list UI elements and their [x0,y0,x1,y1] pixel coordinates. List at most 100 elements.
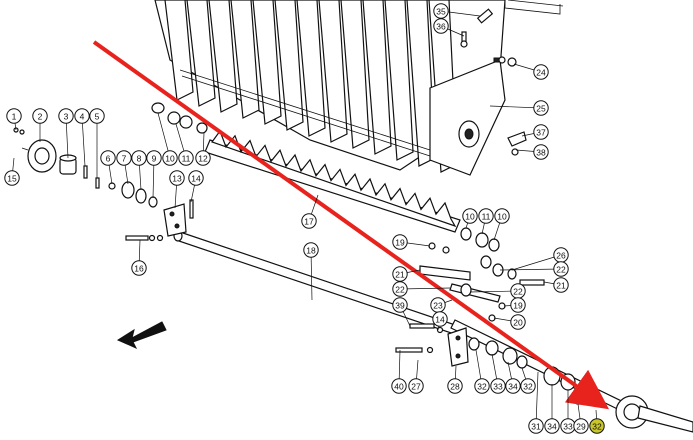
callout-number: 35 [436,7,446,17]
callout-number: 34 [508,382,518,392]
callout-number: 32 [523,382,533,392]
callout-number: 32 [477,382,487,392]
callout-circle [58,108,74,124]
callout-circle [178,150,194,166]
callout-circle [188,170,204,186]
callout-number: 10 [165,154,175,164]
callout-circle [116,150,132,166]
callout-32: 32 [589,418,605,434]
callout-circle [131,260,147,276]
callout-5: 5 [89,108,105,124]
callout-circle [510,297,526,313]
callout-36: 36 [433,18,449,34]
callout-16: 16 [131,260,147,276]
callout-circle [392,297,408,313]
callout-circle [505,378,521,394]
callout-33: 33 [560,418,576,434]
callout-circle [533,144,549,160]
callout-circle [169,170,185,186]
callout-circle [100,150,116,166]
callout-14: 14 [432,311,448,327]
bearing-stack-6-9 [108,181,158,208]
callout-8: 8 [131,150,147,166]
callout-circle [533,64,549,80]
callout-number: 19 [513,301,523,311]
callout-number: 37 [536,128,546,138]
callout-circle [510,314,526,330]
callout-number: 20 [513,318,523,328]
callout-circle [553,261,569,277]
callout-number: 13 [172,174,182,184]
pin-36 [460,31,468,48]
callout-number: 11 [182,154,191,164]
callout-circle [474,378,490,394]
callout-number: 36 [436,22,446,32]
washer-24 [493,56,517,67]
callout-number: 15 [7,174,17,184]
callout-number: 27 [411,382,421,392]
leader-lines [11,10,598,427]
callout-10: 10 [494,208,510,224]
callout-number: 29 [576,422,586,432]
callout-circle [490,378,506,394]
callout-number: 25 [536,104,546,114]
callout-circle [589,418,605,434]
bracket-28 [447,327,469,367]
leader-line-18 [310,249,313,301]
bolt-40 [395,323,444,354]
callout-number: 33 [563,422,573,432]
callout-22: 22 [553,261,569,277]
frame-bracket [504,0,564,15]
callout-26: 26 [553,247,569,263]
callout-circle [533,124,549,140]
callout-circle [146,150,162,166]
pin-4 [83,165,88,179]
callout-number: 12 [198,154,208,164]
callout-23: 23 [430,297,446,313]
callout-number: 33 [493,382,503,392]
callout-10: 10 [162,150,178,166]
callout-circle [89,108,105,124]
callout-27: 27 [408,378,424,394]
callout-19: 19 [510,297,526,313]
callout-circle [478,208,494,224]
callout-number: 40 [394,382,404,392]
callout-number: 3 [64,112,69,122]
callout-circle [303,242,319,258]
callout-32: 32 [474,378,490,394]
callout-circle [392,266,408,282]
callout-number: 9 [152,154,157,164]
callout-21: 21 [553,277,569,293]
callout-circle [528,418,544,434]
callout-circle [391,378,407,394]
leader-line-22 [469,290,519,293]
callout-circle [408,378,424,394]
callout-number: 19 [395,238,405,248]
callout-32: 32 [520,378,536,394]
callout-10: 10 [462,208,478,224]
callout-22: 22 [392,281,408,297]
link-arm-21 [419,242,471,281]
callout-number: 2 [38,112,43,122]
pin-5 [95,177,100,189]
leader-line-10 [157,112,171,159]
callout-circle [131,150,147,166]
callout-25: 25 [533,100,549,116]
callout-number: 18 [306,246,316,256]
callout-number: 21 [556,281,566,291]
callout-circle [433,18,449,34]
leader-line-26 [511,254,562,271]
callout-12: 12 [195,150,211,166]
callout-number: 6 [106,154,111,164]
callout-3: 3 [58,108,74,124]
callout-37: 37 [533,124,549,140]
leader-line-31 [535,371,539,427]
callout-number: 7 [122,154,127,164]
bearings-10-11-mid [460,227,500,252]
bracket-37 [507,131,527,156]
callout-11: 11 [178,150,194,166]
callout-circle [447,378,463,394]
callout-number: 5 [95,112,100,122]
